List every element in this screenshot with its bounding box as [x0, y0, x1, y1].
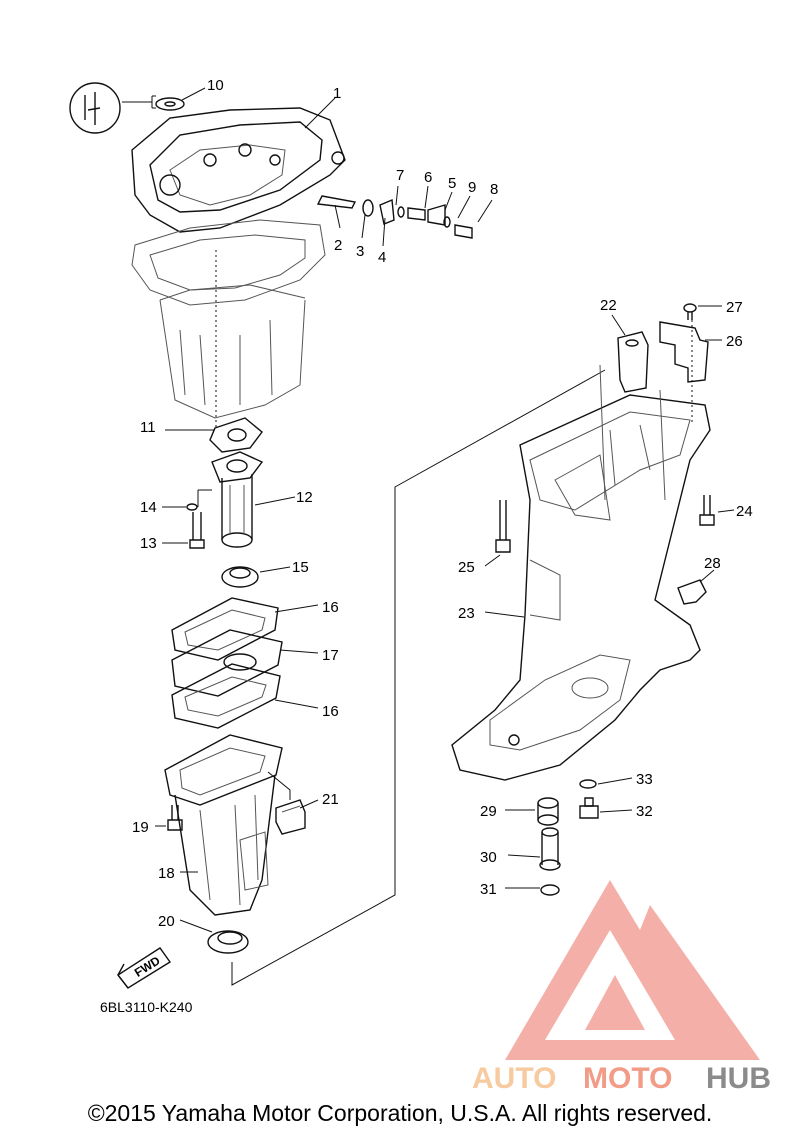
callout-27: 27 [726, 299, 743, 316]
callout-16b: 16 [322, 703, 339, 720]
part-18-lower-housing [164, 734, 283, 916]
part-16-gasket-upper [171, 597, 279, 661]
automotohub-logo: AUTO MOTO HUB [472, 880, 771, 1095]
part-30-sleeve [539, 827, 561, 871]
part-23-lower-casing [451, 364, 711, 781]
part-33-washer [579, 779, 597, 789]
callout-19: 19 [132, 819, 149, 836]
drawing-code: 6BL3110-K240 [100, 999, 193, 1015]
callout-29: 29 [480, 803, 497, 820]
callout-7: 7 [396, 167, 404, 184]
callout-11: 11 [140, 419, 156, 436]
part-25-bolt [495, 500, 511, 553]
callout-24: 24 [736, 503, 753, 520]
callout-8: 8 [490, 181, 498, 198]
callout-labels: 1 2 3 4 5 6 7 8 9 10 11 12 13 14 15 16 1… [132, 77, 753, 930]
callout-5: 5 [448, 175, 456, 192]
callout-16a: 16 [322, 599, 339, 616]
parts-2-to-9-fasteners [316, 195, 473, 239]
callout-32: 32 [636, 803, 653, 820]
callout-23: 23 [458, 605, 475, 622]
part-12-tube [211, 451, 264, 548]
part-29-bushing [537, 797, 559, 826]
oil-pan-outline [159, 284, 306, 419]
callout-21: 21 [322, 791, 339, 808]
part-14-washer [186, 503, 198, 511]
part-26-bracket [659, 321, 709, 383]
callout-17: 17 [322, 647, 339, 664]
callout-18: 18 [158, 865, 175, 882]
assembly-bracket-line [231, 369, 606, 986]
callout-26: 26 [726, 333, 743, 350]
logo-moto-text: MOTO [583, 1062, 672, 1095]
part-32-plug [579, 797, 599, 819]
part-10-washer [155, 97, 185, 111]
logo-auto-text: AUTO [472, 1062, 556, 1095]
part-1-upper-casing [131, 107, 346, 233]
part-27-screw [683, 303, 697, 320]
callout-20: 20 [158, 913, 175, 930]
callout-9: 9 [468, 179, 476, 196]
callout-31: 31 [480, 881, 497, 898]
detail-inset-icon [69, 82, 156, 134]
part-21-pad [275, 799, 306, 835]
part-15-seal [221, 566, 259, 588]
part-13-bolt [189, 512, 205, 549]
part-22-plate [617, 331, 649, 393]
callout-14: 14 [140, 499, 157, 516]
callout-10: 10 [207, 77, 224, 94]
gasket-outline [131, 219, 326, 306]
logo-hub-text: HUB [706, 1062, 771, 1095]
callout-30: 30 [480, 849, 497, 866]
callout-6: 6 [424, 169, 432, 186]
callout-1: 1 [333, 85, 341, 102]
callout-2: 2 [334, 237, 342, 254]
part-28-clip [677, 579, 707, 605]
callout-28: 28 [704, 555, 721, 572]
part-24-bolt [699, 495, 715, 526]
part-17-plate [171, 629, 283, 697]
callout-15: 15 [292, 559, 309, 576]
part-19-bolt [167, 805, 183, 831]
callout-22: 22 [600, 297, 617, 314]
callout-3: 3 [356, 243, 364, 260]
callout-25: 25 [458, 559, 475, 576]
callout-4: 4 [378, 249, 386, 266]
callout-13: 13 [140, 535, 157, 552]
part-16-gasket-lower [171, 663, 281, 729]
callout-12: 12 [296, 489, 313, 506]
fwd-arrow-icon: FWD [116, 947, 172, 989]
part-31-clip [540, 884, 560, 896]
callout-33: 33 [636, 771, 653, 788]
copyright-notice: ©2015 Yamaha Motor Corporation, U.S.A. A… [87, 1100, 713, 1126]
part-11-gasket [209, 417, 263, 453]
part-20-seal [207, 930, 249, 954]
